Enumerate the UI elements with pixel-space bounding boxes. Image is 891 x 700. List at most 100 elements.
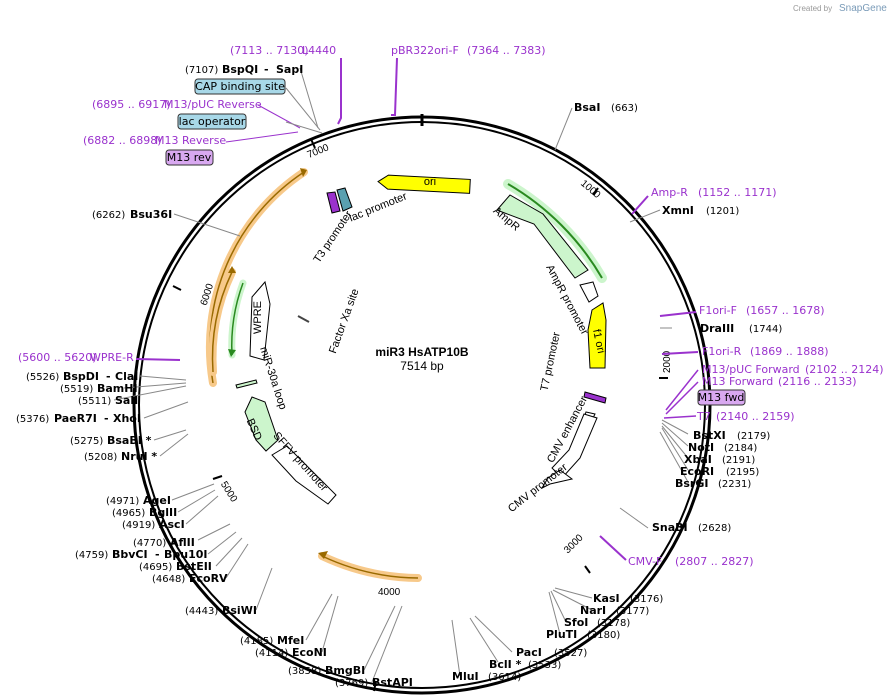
primer-m13puc-rev[interactable]: M13/pUC Reverse [164,98,262,111]
site-sali[interactable]: SalI [115,394,138,407]
orf-bottom-line[interactable] [321,555,419,579]
m13-fwd-box[interactable] [697,389,746,406]
site-bpu10i[interactable]: Bpu10I [164,548,208,561]
site-bsrgi[interactable]: BsrGI [675,477,708,490]
site-paer7i[interactable]: PaeR7I [54,412,97,425]
site-bbvci-sep: - [155,548,160,561]
primer-f1ori-f[interactable]: F1ori-F [699,304,737,317]
site-bcli[interactable]: BclI * [489,658,522,671]
site-asci[interactable]: AscI [159,518,185,531]
cap-binding-box[interactable] [194,78,286,95]
feature-bsd[interactable] [244,396,279,452]
site-bspqi[interactable]: BspQI [222,63,258,76]
feature-lac-promoter[interactable] [336,187,353,212]
feature-wpre[interactable] [249,280,271,361]
feature-f1-ori[interactable] [587,302,607,369]
site-ecori[interactable]: EcoRI [680,465,714,478]
site-xmni[interactable]: XmnI [662,204,694,217]
feature-mir30a-loop[interactable] [235,379,258,389]
primer-pbr322ori-f[interactable]: pBR322ori-F [391,44,459,57]
primer-m13puc-fwd-range: (2102 .. 2124) [805,363,884,376]
enzymes-right: BsaI (663) XmnI (1201) DraIII (1744) Bst… [452,101,782,683]
plasmid-length: 7514 bp [400,359,444,373]
feature-sffv-promoter[interactable] [271,445,337,505]
primer-wpre-r[interactable]: WPRE-R [90,351,134,364]
site-bsu36i[interactable]: Bsu36I [130,208,172,221]
orf-bottom-arrowhead [318,551,328,559]
site-bsiwi[interactable]: BsiWI [222,604,257,617]
site-ecorv[interactable]: EcoRV [189,572,228,585]
primer-m13puc-fwd[interactable]: M13/pUC Forward [702,363,800,376]
site-bspdi[interactable]: BspDI [63,370,99,383]
site-bbvci[interactable]: BbvCI [112,548,148,561]
site-bstxi[interactable]: BstXI [693,429,726,442]
primer-t7-mark[interactable] [663,415,697,419]
site-aflii[interactable]: AflII [170,536,195,549]
feature-ori[interactable] [377,174,471,194]
tick-6000-mark [172,285,182,291]
primer-pbr322-mark[interactable] [391,57,398,116]
site-bstapi[interactable]: BstAPI [372,676,413,689]
site-bsai[interactable]: BsaI [574,101,600,114]
site-snabi[interactable]: SnaBI [652,521,688,534]
site-xbai-pos: (2191) [722,455,755,466]
site-xbai[interactable]: XbaI [684,453,712,466]
primer-f1ori-f-mark[interactable] [659,311,697,317]
primer-f1ori-r-mark[interactable] [661,351,699,355]
primer-l4440[interactable]: L4440 [302,44,336,57]
site-mfei[interactable]: MfeI [277,634,304,647]
site-xhoi[interactable]: XhoI [113,412,141,425]
primer-wpre-r-mark[interactable] [135,358,181,361]
primer-f1ori-r[interactable]: F1ori-R [702,345,742,358]
primer-cmvf[interactable]: CMV-F [628,555,662,568]
site-snabi-pos: (2628) [698,523,731,534]
site-bsteii[interactable]: BstEII [176,560,212,573]
site-bsabi[interactable]: BsaBI * [107,434,152,447]
site-nrui[interactable]: NruI * [121,450,157,463]
site-sfoi[interactable]: SfoI [564,616,588,629]
site-clai[interactable]: ClaI [115,370,138,383]
primer-m13puc-fwd-mark[interactable] [665,369,699,411]
tick-1000-mark [592,187,599,196]
site-bmgbi[interactable]: BmgBI [325,664,365,677]
tick-7000-mark [310,138,316,149]
site-mfei-pos: (4185) [240,636,273,647]
primer-m13-rev[interactable]: M13 Reverse [155,134,226,147]
site-aflii-pos: (4770) [133,538,166,549]
site-econi[interactable]: EcoNI [292,646,327,659]
primer-m13-fwd-mark[interactable] [665,381,699,415]
m13-rev-box[interactable] [165,149,214,166]
primer-cmvf-mark[interactable] [599,535,627,561]
site-mlui[interactable]: MluI [452,670,479,683]
primer-m13-rev-mark[interactable] [225,131,299,143]
feature-lac-operator-mini[interactable] [583,391,607,404]
site-bamhi[interactable]: BamHI [97,382,138,395]
tick-5000: 5000 [218,480,239,505]
primer-m13-fwd[interactable]: M13 Forward [702,375,773,388]
site-agei[interactable]: AgeI [143,494,171,507]
site-nari[interactable]: NarI [580,604,606,617]
feature-ampr[interactable] [496,194,589,279]
lac-operator-box[interactable] [177,113,247,130]
site-mlui-pos: (3614) [488,672,521,683]
site-kasi[interactable]: KasI [593,592,620,605]
feature-ampr-promoter[interactable] [579,281,599,303]
site-draiii[interactable]: DraIII [700,322,734,335]
site-paci[interactable]: PacI [516,646,542,659]
site-sapi[interactable]: SapI [276,63,303,76]
orf-left-inner-line[interactable] [211,271,233,373]
site-pluti[interactable]: PluTI [546,628,577,641]
primer-ampr[interactable]: Amp-R [651,186,688,199]
feature-lac-op-block[interactable] [326,191,341,214]
site-bglii-pos: (4965) [112,508,145,519]
primer-t7[interactable]: T7 [696,410,711,423]
feature-cmv-promoter[interactable] [540,469,574,490]
enzymes-left: (7107) BspQI - SapI (6262) Bsu36I (5526)… [16,63,413,689]
boxed-labels: CAP binding site lac operator M13 rev M1… [165,78,746,406]
primer-l4440-mark[interactable] [337,58,342,125]
site-noti[interactable]: NotI [688,441,714,454]
feature-factor-xa[interactable] [297,315,310,323]
site-bglii[interactable]: BglII [149,506,177,519]
primer-ampr-mark[interactable] [631,195,649,215]
site-ecorv-pos: (4648) [152,574,185,585]
